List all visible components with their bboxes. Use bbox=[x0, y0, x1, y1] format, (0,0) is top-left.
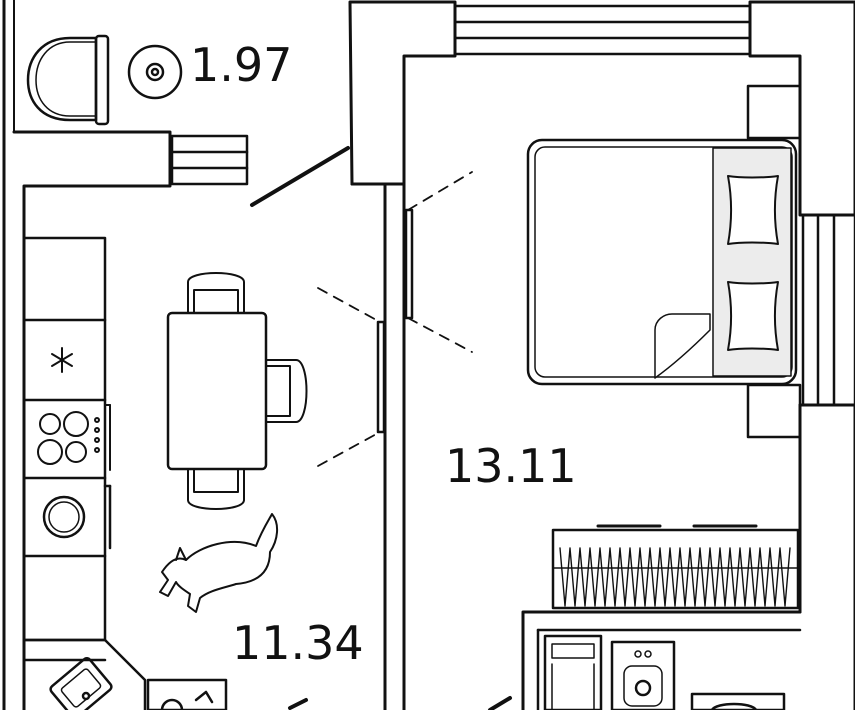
wall-stub-bottom bbox=[746, 383, 802, 439]
washer-bath-icon bbox=[690, 692, 786, 710]
hob-small-icon bbox=[146, 678, 228, 710]
bedroom-area-label: 13.11 bbox=[445, 439, 577, 493]
door-opening-kitchen bbox=[317, 287, 381, 467]
wall-column-center bbox=[348, 0, 457, 186]
pillow-icon bbox=[727, 175, 779, 351]
dog-icon bbox=[159, 513, 278, 613]
washing-machine-icon bbox=[42, 484, 112, 550]
balcony-area-label: 1.97 bbox=[190, 38, 293, 92]
door-swing-icon bbox=[250, 146, 512, 710]
wardrobe-icon bbox=[551, 524, 800, 610]
window-right bbox=[801, 213, 855, 407]
wall-stub-top bbox=[746, 84, 802, 140]
cooktop-icon bbox=[37, 404, 111, 471]
wall-right-lower bbox=[798, 403, 855, 710]
door-leaf-bedroom bbox=[404, 208, 414, 320]
door-opening-bedroom bbox=[407, 171, 473, 353]
kitchen-area-label: 11.34 bbox=[232, 616, 364, 670]
wall-partition-vertical bbox=[350, 182, 406, 710]
wall-balcony-bottom bbox=[12, 130, 172, 710]
floor-drain-icon bbox=[127, 44, 183, 100]
wall-bathroom bbox=[521, 610, 802, 710]
bathtub-icon bbox=[543, 634, 603, 710]
washbasin-icon bbox=[610, 640, 676, 710]
kitchen-counter bbox=[22, 236, 147, 710]
door-leaf-kitchen bbox=[376, 320, 386, 434]
chair-icon bbox=[187, 272, 308, 510]
wall-left-outer bbox=[2, 0, 15, 710]
balcony-window bbox=[170, 134, 249, 186]
toilet-icon bbox=[26, 34, 110, 126]
window-top bbox=[453, 4, 752, 56]
dining-table-icon bbox=[166, 311, 268, 471]
wall-column-right bbox=[748, 0, 855, 217]
fridge-icon bbox=[51, 347, 73, 373]
sink-icon bbox=[49, 656, 113, 710]
